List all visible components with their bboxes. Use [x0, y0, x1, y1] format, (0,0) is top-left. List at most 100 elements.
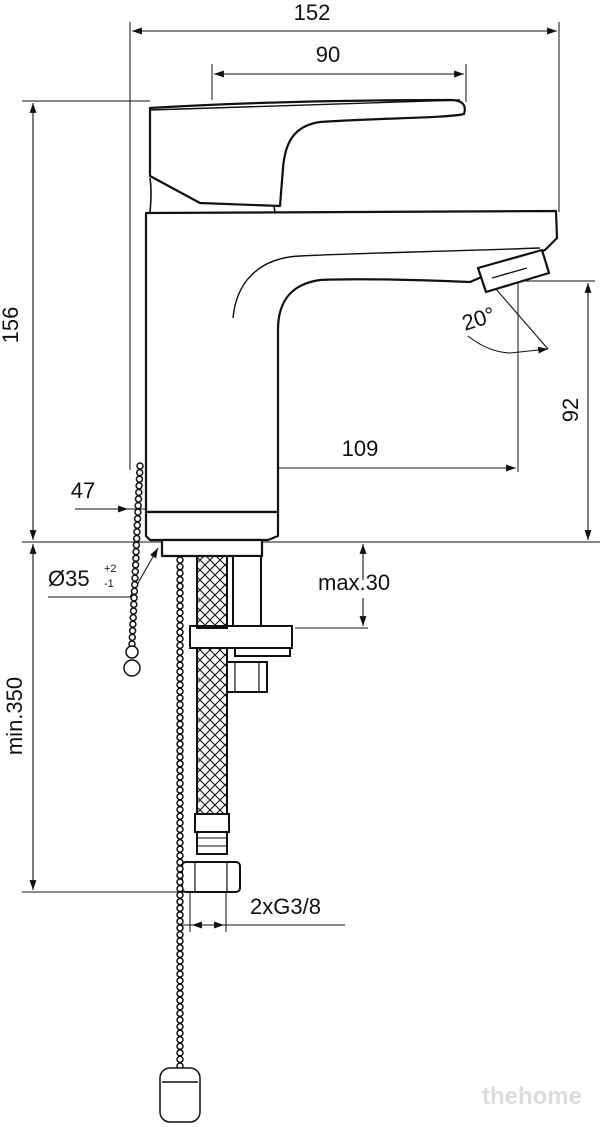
chain-bead	[176, 930, 184, 939]
chain-bead	[176, 950, 184, 959]
dim-diameter: Ø35	[48, 566, 90, 591]
chain-bead	[135, 475, 144, 483]
chain-bead	[176, 1049, 184, 1057]
chain-bead	[131, 567, 140, 576]
chain-bead	[176, 1029, 184, 1037]
plug-knob	[159, 1067, 201, 1123]
hose-upper	[196, 555, 228, 629]
chain-bead	[176, 562, 184, 571]
chain-bead	[176, 727, 184, 735]
chain-bead	[133, 514, 142, 523]
chain-bead	[130, 587, 139, 596]
dim-47: 47	[71, 478, 95, 503]
chain-bead	[176, 963, 184, 972]
chain-bead	[176, 720, 184, 729]
chain-bead	[176, 878, 184, 886]
chain-bead	[176, 641, 184, 650]
chain-bead	[176, 654, 184, 663]
chain-bead	[176, 667, 184, 676]
chain-bead	[176, 819, 184, 827]
chain-bead	[176, 904, 184, 913]
dim-min350: min.350	[2, 677, 27, 755]
mounting-assembly	[181, 555, 293, 893]
chain-bead	[176, 917, 184, 926]
chain-bead	[176, 884, 184, 893]
chain-bead	[176, 615, 184, 623]
chain-bead	[133, 528, 141, 536]
chain-bead	[132, 547, 140, 556]
lever-handle	[148, 98, 466, 208]
chain-bead	[176, 687, 184, 696]
dim-152: 152	[294, 0, 331, 25]
chain-bead	[176, 983, 184, 991]
chain-bead	[133, 521, 142, 530]
dimension-lines	[29, 27, 592, 929]
chain-bead	[132, 534, 141, 543]
chain-bead	[176, 773, 184, 781]
chain-bead	[176, 1016, 184, 1024]
dim-109: 109	[342, 436, 379, 461]
chain-bead	[130, 600, 138, 609]
pop-up-chains	[123, 462, 201, 1123]
chain-bead	[176, 707, 184, 715]
hex-nut	[226, 661, 268, 693]
chain-bead	[132, 554, 140, 563]
faucet-base	[144, 510, 280, 542]
chain-bead	[176, 911, 184, 919]
chain-bead	[130, 580, 139, 589]
chain-bead	[176, 786, 184, 794]
chain-bead	[176, 608, 184, 617]
hose-ferrule	[194, 813, 230, 833]
chain-bead	[176, 635, 184, 643]
chain-bead	[176, 582, 184, 591]
chain-bead	[176, 957, 184, 965]
chain-bead	[134, 508, 142, 516]
dim-diameter-leader	[48, 547, 159, 598]
dim-90: 90	[316, 42, 340, 67]
mounting-shank	[160, 538, 264, 558]
chain-bead	[176, 891, 184, 899]
chain-bead	[176, 825, 184, 834]
chain-bead	[128, 633, 137, 642]
chain-bead	[176, 602, 184, 610]
chain-bead	[176, 575, 184, 584]
chain-bead	[176, 996, 184, 1005]
threaded-rod	[232, 555, 262, 629]
dim-connection: 2xG3/8	[250, 894, 321, 919]
chain-bead	[136, 462, 144, 470]
chain-bead	[176, 759, 184, 768]
mounting-plate	[189, 625, 293, 649]
chain-bead	[176, 1035, 184, 1044]
dim-156: 156	[0, 307, 23, 344]
extension-lines	[22, 22, 600, 932]
chain-bead	[135, 468, 144, 477]
chain-bead	[176, 628, 184, 637]
dim-max30: max.30	[318, 570, 390, 595]
chain-bead	[176, 595, 184, 604]
chain-bead	[176, 694, 184, 702]
chain-bead	[176, 845, 184, 853]
chain-bead	[176, 838, 184, 847]
chain-bead	[176, 589, 184, 597]
chain-bead	[176, 569, 184, 577]
hose-lower	[196, 647, 228, 815]
chain-bead	[176, 943, 184, 952]
spout-body	[144, 209, 559, 514]
chain-bead	[176, 746, 184, 755]
chain-bead	[135, 488, 143, 497]
chain-bead	[176, 805, 184, 814]
chain-bead	[129, 620, 137, 628]
dimension-labels: 152 90 156 92 109 47 20° Ø35 +2 -1 max.3…	[0, 0, 583, 919]
chain-bead	[176, 858, 184, 867]
chain-bead	[176, 970, 184, 978]
chain-bead	[176, 937, 184, 945]
watermark: thehome	[482, 1083, 582, 1110]
chain-bead	[176, 812, 184, 821]
chain-bead	[176, 753, 184, 761]
chain-bead	[131, 561, 140, 569]
chain-bead	[128, 627, 137, 635]
chain-bead	[129, 607, 138, 615]
chain-bead	[176, 792, 184, 801]
chain-bead	[134, 501, 142, 510]
chain-bead	[131, 574, 139, 582]
